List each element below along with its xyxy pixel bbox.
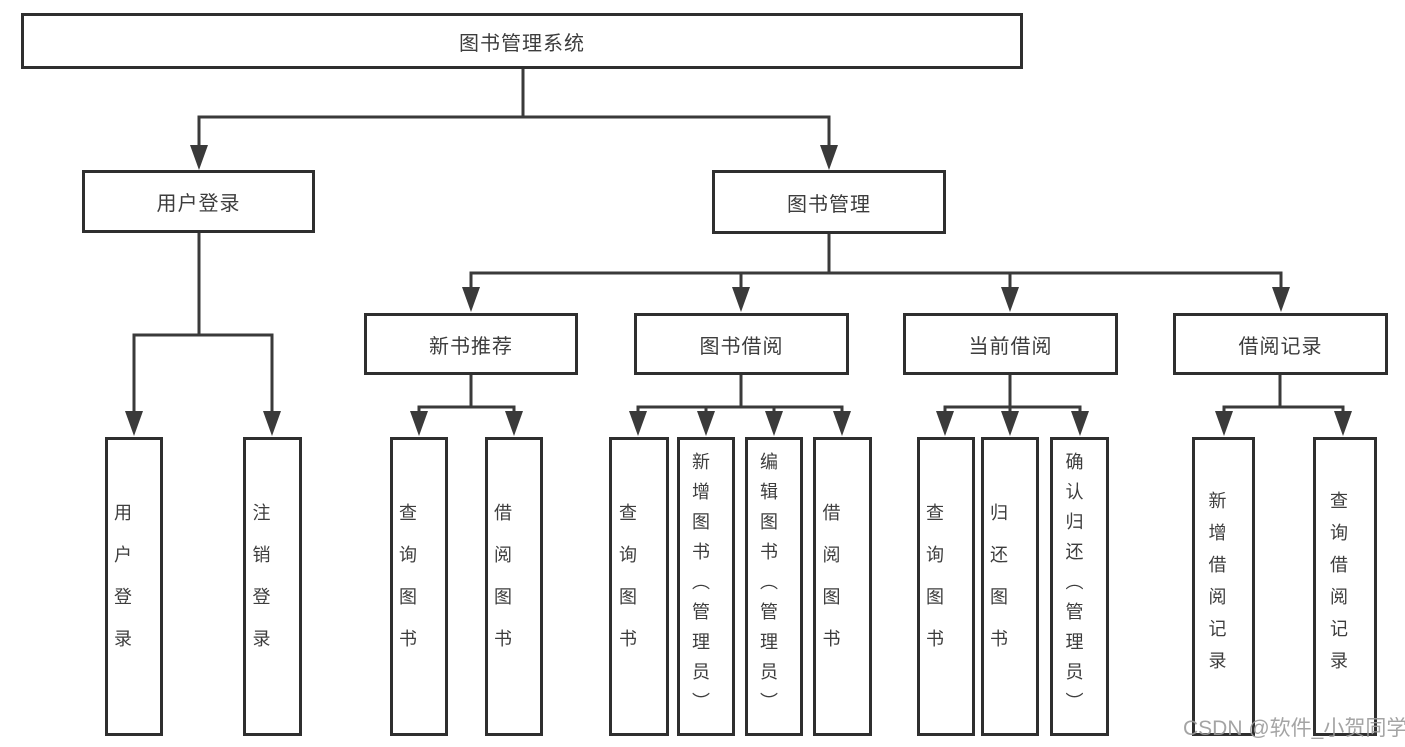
node-library-management-system: 图书管理系统 — [21, 13, 1023, 69]
arrowhead — [820, 145, 838, 170]
connector-newbook-to-leaves — [417, 375, 516, 416]
arrowhead — [732, 287, 750, 312]
node-label: 确认归还（管理员） — [1063, 451, 1084, 722]
node-add-borrow-record: 新增借阅记录 — [1192, 437, 1255, 736]
node-label: 借阅记录 — [1238, 335, 1323, 358]
node-label: 归还图书 — [988, 502, 1008, 671]
arrowheads — [125, 145, 1352, 436]
arrowhead — [1334, 411, 1352, 436]
arrowhead — [1272, 287, 1290, 312]
node-book-borrowing: 图书借阅 — [634, 313, 849, 375]
node-book-management: 图书管理 — [712, 170, 946, 234]
node-borrow-books-recommendation: 借阅图书 — [485, 437, 543, 736]
node-label: 借阅图书 — [492, 502, 512, 671]
node-label: 新增借阅记录 — [1206, 490, 1227, 683]
arrowhead — [263, 411, 281, 436]
node-current-borrowing: 当前借阅 — [903, 313, 1118, 375]
node-label: 图书管理系统 — [459, 32, 585, 55]
arrowhead — [125, 411, 143, 436]
node-user-login-op: 用户登录 — [105, 437, 163, 736]
node-label: 新书推荐 — [429, 335, 513, 358]
node-logout-op: 注销登录 — [243, 437, 302, 736]
node-borrow-books-borrowing: 借阅图书 — [813, 437, 872, 736]
arrowhead — [833, 411, 851, 436]
arrowhead — [936, 411, 954, 436]
node-confirm-return-admin: 确认归还（管理员） — [1050, 437, 1109, 736]
arrowhead — [462, 287, 480, 312]
arrowhead — [765, 411, 783, 436]
arrowhead — [629, 411, 647, 436]
node-label: 查询图书 — [924, 502, 944, 671]
arrowhead — [410, 411, 428, 436]
connector-userlogin-to-leaves — [132, 233, 274, 416]
connector-bookmgmt-to-level3 — [469, 234, 1283, 293]
node-user-login: 用户登录 — [82, 170, 315, 233]
node-return-books: 归还图书 — [981, 437, 1039, 736]
node-edit-books-admin: 编辑图书（管理员） — [745, 437, 803, 736]
node-query-books-borrowing: 查询图书 — [609, 437, 669, 736]
node-label: 查询图书 — [617, 502, 637, 671]
arrowhead — [190, 145, 208, 170]
node-label: 用户登录 — [112, 502, 132, 671]
node-label: 借阅图书 — [820, 502, 841, 671]
node-new-book-recommendation: 新书推荐 — [364, 313, 578, 375]
node-label: 注销登录 — [250, 502, 271, 671]
arrowhead — [1001, 411, 1019, 436]
csdn-watermark: CSDN @软件_小贺同学 — [1183, 717, 1405, 740]
node-label: 图书借阅 — [699, 335, 784, 358]
connector-root-to-level2 — [197, 69, 831, 150]
node-query-borrow-record: 查询借阅记录 — [1313, 437, 1377, 736]
arrowhead — [1001, 287, 1019, 312]
node-query-books-current: 查询图书 — [917, 437, 975, 736]
connector-borrowing-to-leaves — [636, 375, 844, 416]
node-label: 用户登录 — [156, 193, 241, 215]
node-label: 查询图书 — [397, 502, 417, 671]
arrowhead — [1215, 411, 1233, 436]
node-label: 当前借阅 — [968, 335, 1053, 358]
node-label: 编辑图书（管理员） — [758, 451, 778, 722]
arrowhead — [505, 411, 523, 436]
arrowhead — [697, 411, 715, 436]
node-label: 图书管理 — [787, 193, 871, 216]
connector-records-to-leaves — [1222, 375, 1345, 416]
node-query-books-recommendation: 查询图书 — [390, 437, 448, 736]
node-add-books-admin: 新增图书（管理员） — [677, 437, 735, 736]
arrowhead — [1071, 411, 1089, 436]
node-label: 查询借阅记录 — [1328, 490, 1348, 683]
connector-current-to-leaves — [943, 375, 1082, 416]
connector-paths — [132, 69, 1345, 416]
node-borrowing-records: 借阅记录 — [1173, 313, 1388, 375]
node-label: 新增图书（管理员） — [690, 451, 710, 722]
